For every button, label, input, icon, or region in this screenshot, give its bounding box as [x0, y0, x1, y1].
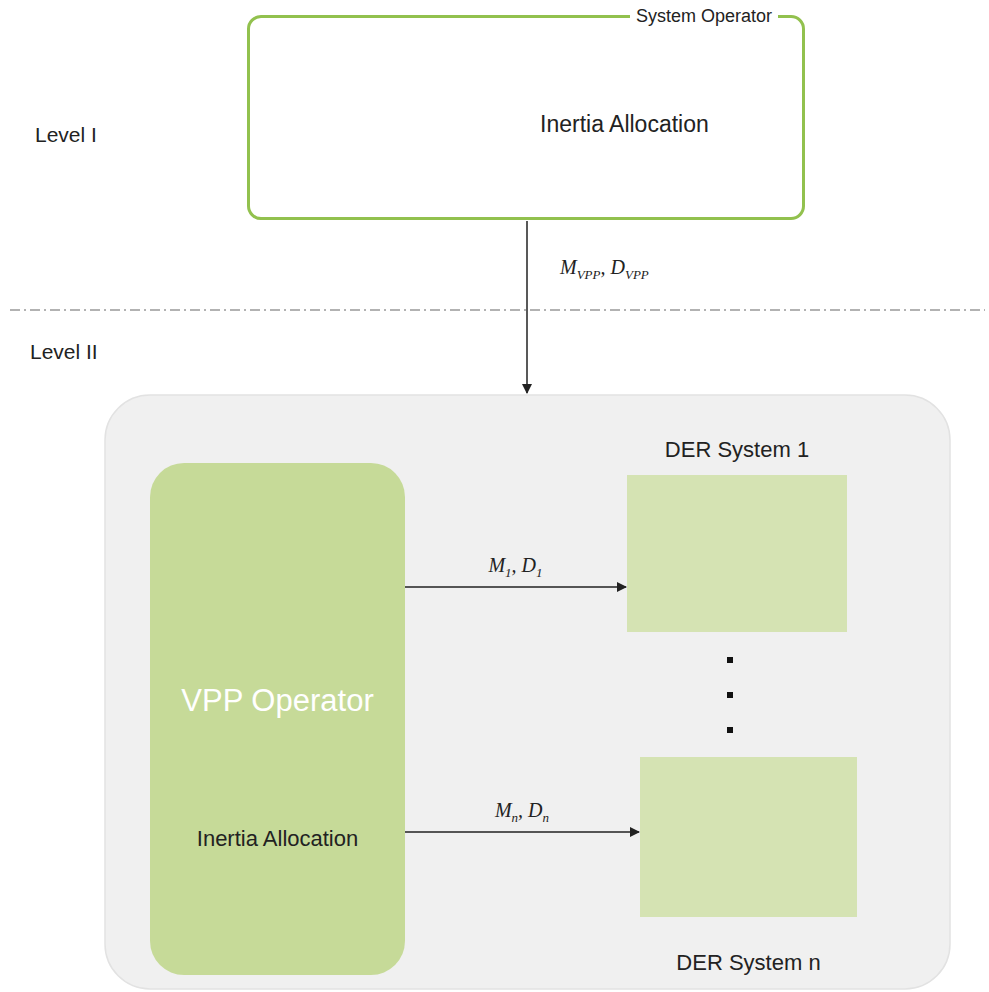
ellipsis-dot	[727, 727, 733, 733]
vpp-operator-box: VPP OperatorInertia Allocation	[150, 463, 405, 975]
connector-arrow	[405, 831, 639, 833]
box-text: Inertia Allocation	[540, 111, 709, 138]
level-label: Level II	[30, 340, 98, 364]
level-divider	[10, 309, 985, 310]
box-text: Inertia Allocation	[150, 826, 405, 852]
ellipsis-dot	[727, 657, 733, 663]
operator-box: System OperatorInertia Allocation	[247, 15, 805, 220]
der-system-box: DER System 1	[627, 475, 847, 632]
box-title: VPP Operator	[150, 681, 405, 721]
connector-arrow	[405, 586, 626, 588]
box-title: DER System n	[640, 950, 857, 976]
level-label: Level I	[35, 123, 97, 147]
edge-label: Mn, Dn	[495, 799, 549, 826]
ellipsis-dot	[727, 692, 733, 698]
signal-label: MVPP, DVPP	[560, 256, 649, 283]
box-title: DER System 1	[627, 437, 847, 463]
edge-label: M1, D1	[488, 554, 542, 581]
vpp-region	[105, 395, 950, 989]
box-title: System Operator	[630, 6, 778, 27]
vpp-arrow	[526, 221, 528, 393]
der-system-box: DER System n	[640, 757, 857, 917]
